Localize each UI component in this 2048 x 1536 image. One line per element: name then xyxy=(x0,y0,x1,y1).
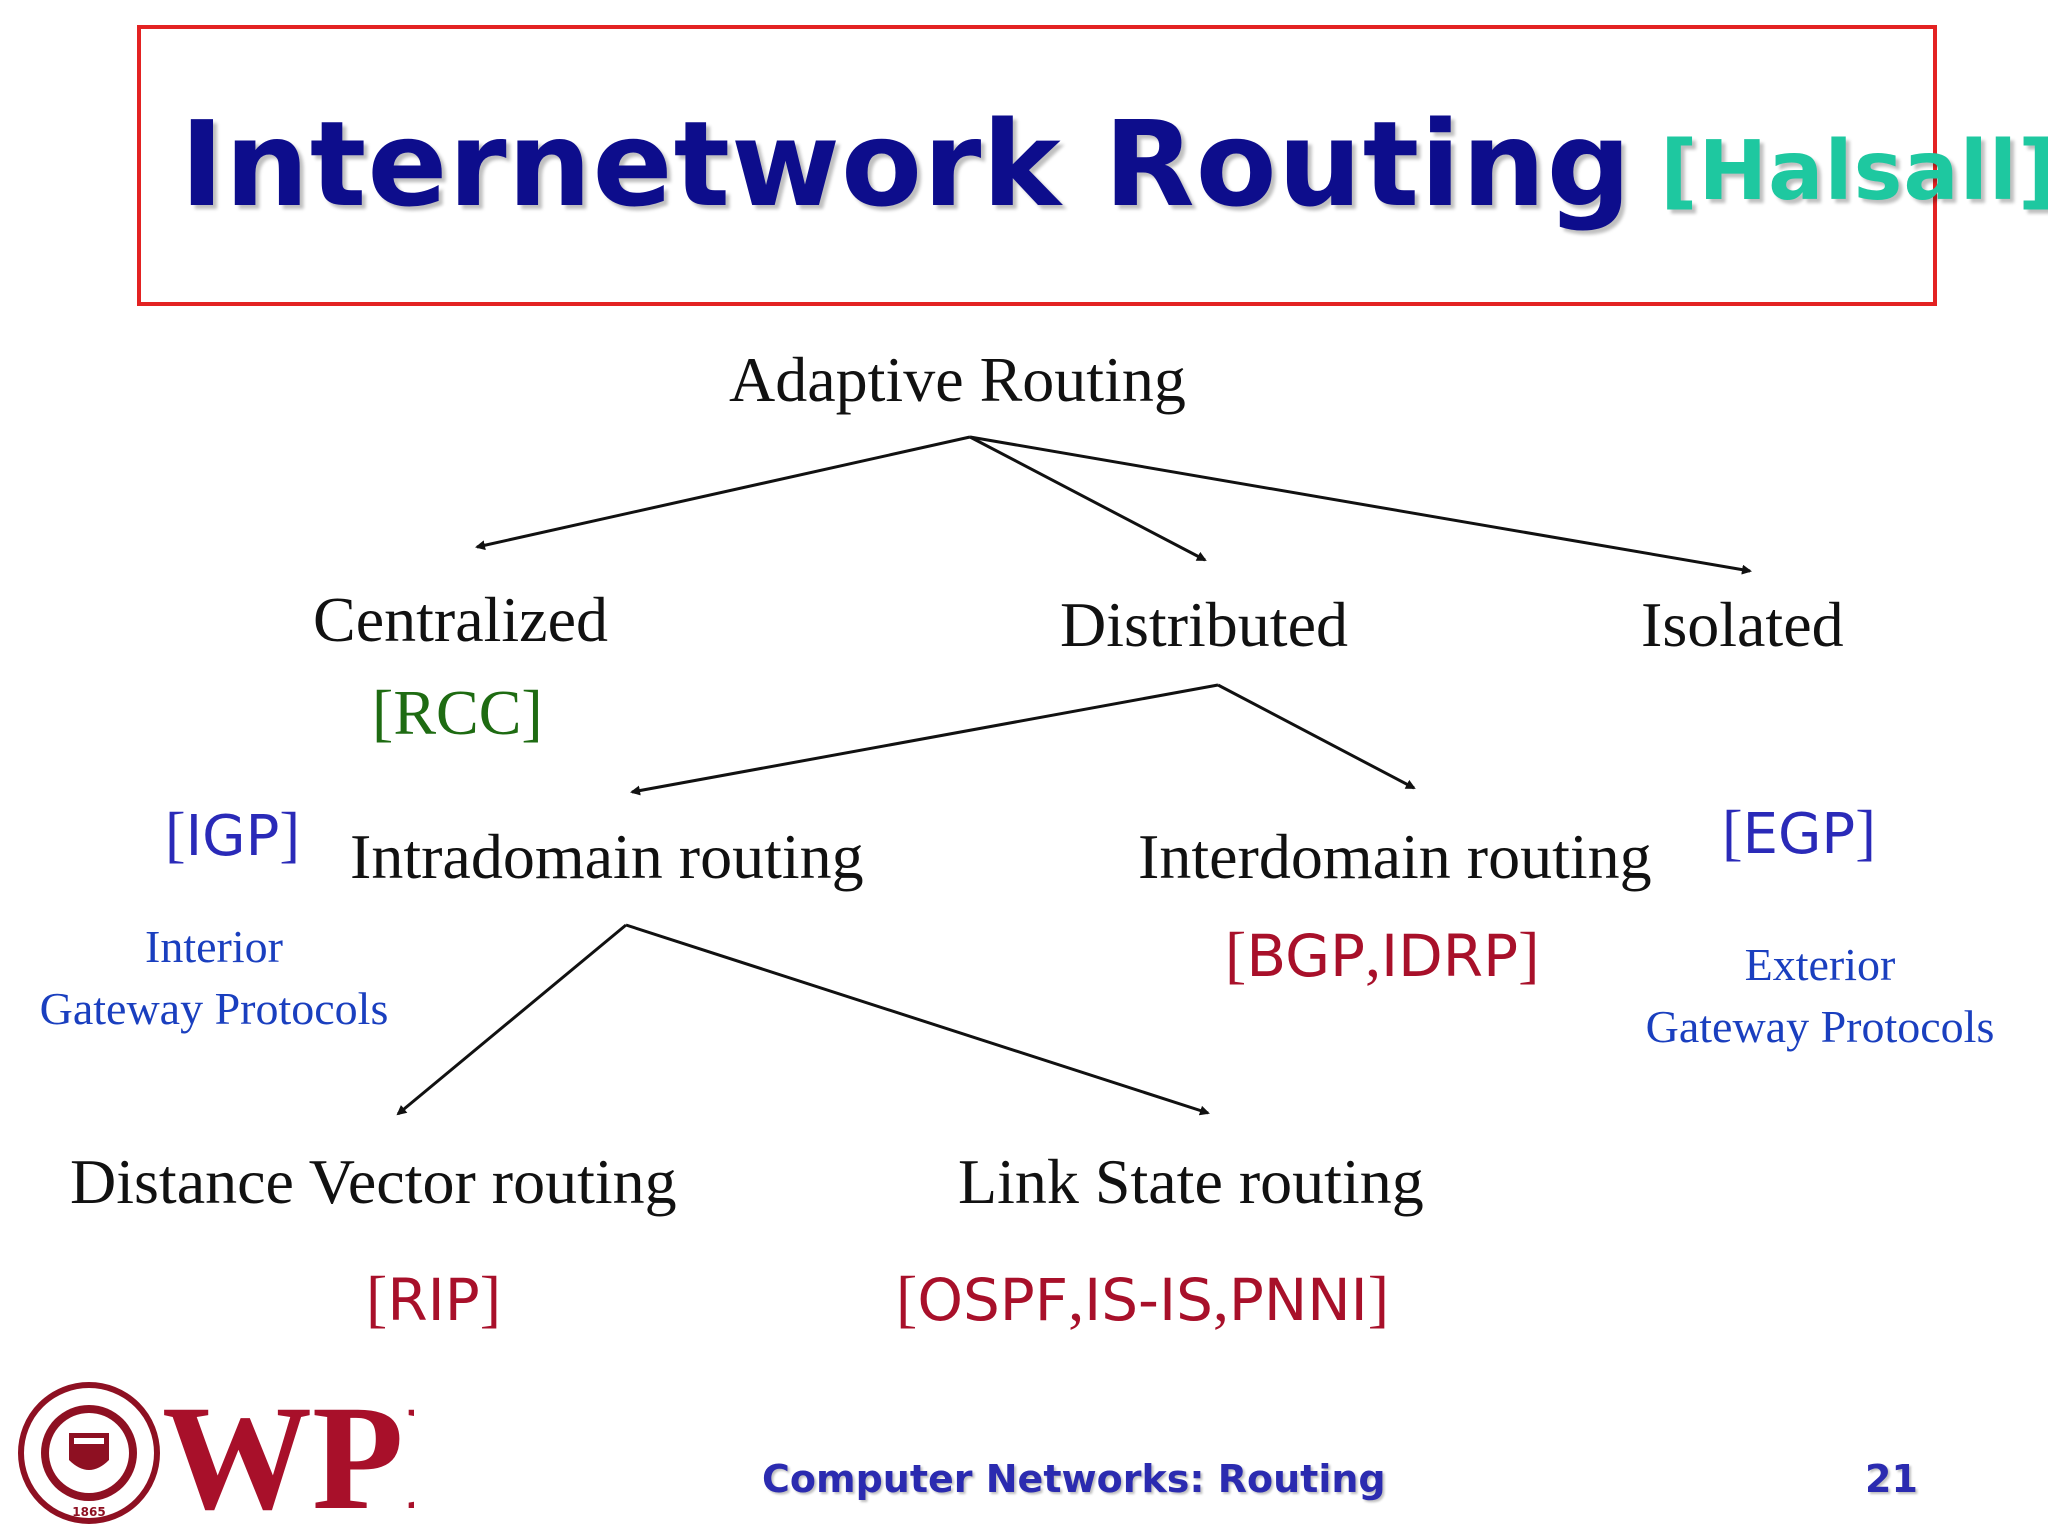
node-adaptive-routing: Adaptive Routing xyxy=(729,344,1186,415)
title-citation: [Halsall] xyxy=(1660,124,2048,219)
edge-distributed-intradomain xyxy=(630,683,1219,796)
edge-root-centralized xyxy=(475,435,971,551)
svg-text:1865: 1865 xyxy=(72,1505,105,1519)
igp-label: [IGP] xyxy=(165,801,300,869)
interior-gateway-note: Interior Gateway Protocols xyxy=(39,921,389,1034)
slide-title: Internetwork Routing [Halsall] xyxy=(180,95,2048,233)
title-frame xyxy=(137,25,1937,306)
wpi-logo: 1865 WPI xyxy=(18,1378,414,1528)
edge-root-distributed xyxy=(969,435,1207,562)
wpi-wordmark: WPI xyxy=(162,1378,414,1528)
node-distance-vector: Distance Vector routing xyxy=(70,1146,677,1217)
node-interdomain: Interdomain routing xyxy=(1138,821,1652,892)
node-intradomain: Intradomain routing xyxy=(350,821,864,892)
interdomain-protocols: [BGP,IDRP] xyxy=(1225,919,1540,990)
title-main: Internetwork Routing xyxy=(180,95,1633,233)
rcc-label: [RCC] xyxy=(372,677,543,748)
node-distributed: Distributed xyxy=(1060,589,1348,660)
exterior-gateway-note: Exterior Gateway Protocols xyxy=(1645,939,1995,1052)
wpi-seal-icon: 1865 xyxy=(18,1382,160,1524)
node-isolated: Isolated xyxy=(1641,589,1844,660)
edge-intradomain-dv xyxy=(396,923,627,1116)
egp-label: [EGP] xyxy=(1722,799,1876,867)
node-link-state: Link State routing xyxy=(958,1146,1424,1217)
footer-page-number: 21 xyxy=(1865,1457,1918,1501)
dv-protocols: [RIP] xyxy=(366,1263,502,1334)
edge-root-isolated xyxy=(969,435,1752,575)
footer-course-title: Computer Networks: Routing xyxy=(762,1457,1386,1501)
ls-protocols: [OSPF,IS-IS,PNNI] xyxy=(896,1263,1390,1334)
edge-intradomain-ls xyxy=(625,923,1210,1116)
edge-distributed-interdomain xyxy=(1217,683,1416,790)
node-centralized: Centralized xyxy=(313,584,608,655)
